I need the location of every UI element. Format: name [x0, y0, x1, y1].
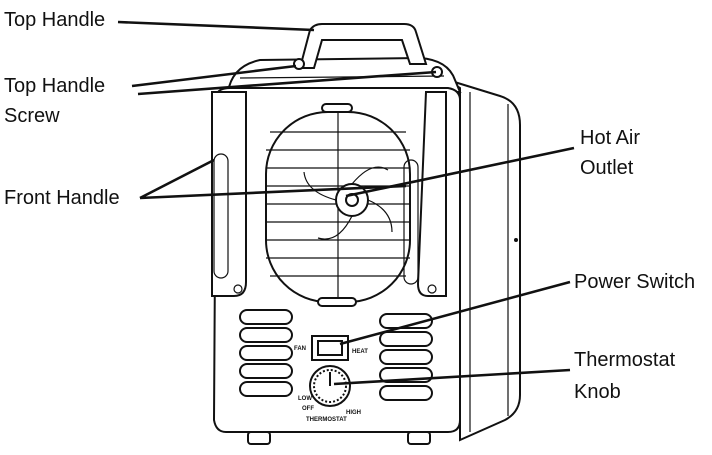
label-top-handle-screw-2: Screw [4, 105, 60, 127]
lower-vents-right [379, 313, 433, 401]
knob-label-low: LOW [298, 396, 312, 402]
leader-power-switch [339, 280, 571, 346]
thermostat-knob: LOW OFF HIGH THERMOSTAT [298, 365, 361, 423]
top-handle-screw-left [293, 58, 305, 70]
foot-left [247, 431, 271, 445]
knob-label-thermostat: THERMOSTAT [306, 417, 347, 423]
label-hot-air-outlet-1: Hot Air [580, 127, 640, 149]
label-front-handle: Front Handle [4, 187, 120, 209]
knob-label-high: HIGH [346, 410, 361, 416]
leader-top-handle-screw-right [137, 70, 437, 96]
label-hot-air-outlet-2: Outlet [580, 157, 634, 179]
switch-label-heat: HEAT [352, 349, 368, 355]
label-power-switch: Power Switch [574, 271, 695, 293]
leader-front-handle-left [139, 158, 215, 200]
power-switch: FAN HEAT [294, 335, 368, 361]
leader-lines [117, 20, 575, 386]
leader-top-handle [117, 20, 315, 32]
front-grille [265, 103, 411, 307]
knob-label-off: OFF [302, 406, 314, 412]
label-top-handle-screw-1: Top Handle [4, 75, 105, 97]
label-top-handle: Top Handle [4, 9, 105, 31]
lower-vents-left [239, 309, 293, 397]
front-handle-right [416, 91, 447, 297]
leader-thermostat-knob [333, 368, 571, 386]
leader-front-handle-right [139, 184, 407, 200]
callout-labels: Top Handle Top Handle Screw Front Handle… [4, 9, 695, 403]
leader-top-handle-screw-left [131, 64, 297, 88]
label-thermostat-knob-2: Knob [574, 381, 621, 403]
leader-hot-air-outlet [345, 146, 575, 198]
foot-right [407, 431, 431, 445]
switch-label-fan: FAN [294, 346, 306, 352]
top-handle [298, 23, 428, 69]
label-thermostat-knob-1: Thermostat [574, 349, 676, 371]
heater-illustration: FAN HEAT LOW OFF HIGH THERMOSTAT [211, 23, 521, 445]
